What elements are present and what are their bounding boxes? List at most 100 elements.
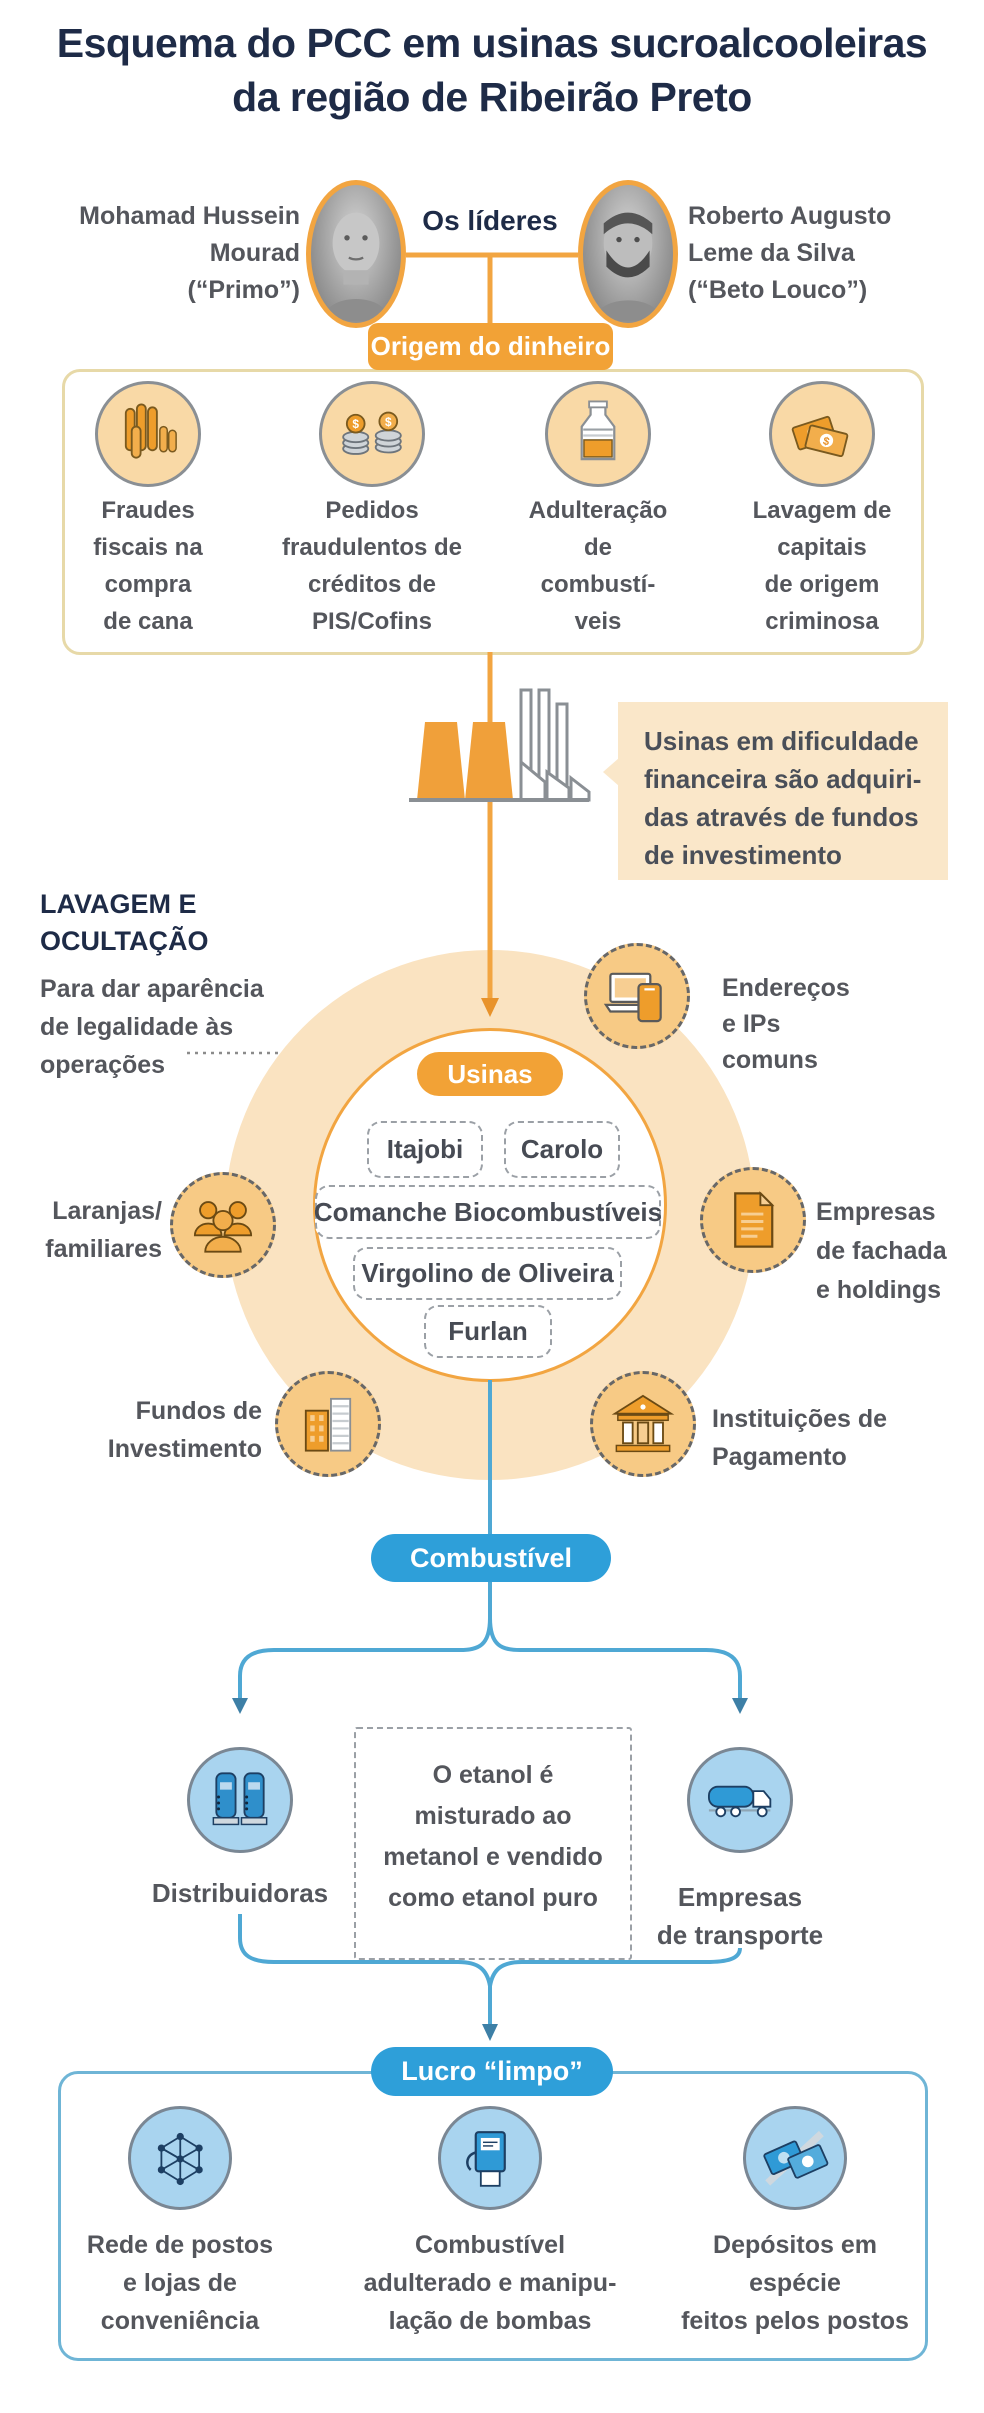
usinas-badge: Usinas bbox=[417, 1052, 563, 1096]
front-people-label: Laranjas/ familiares bbox=[20, 1192, 162, 1268]
label-line: e holdings bbox=[816, 1276, 941, 1304]
fuel-distributors-icon bbox=[187, 1747, 293, 1853]
callout-line: de investimento bbox=[644, 840, 842, 870]
leader-left-face bbox=[323, 212, 389, 321]
transport-companies-label: Empresas de transporte bbox=[610, 1878, 870, 1954]
label-line: Endereços bbox=[722, 974, 850, 1002]
addresses-ip-label: Endereços e IPs comuns bbox=[722, 970, 922, 1078]
fuel-distributors-label: Distribuidoras bbox=[151, 1878, 329, 1908]
origem-item-label: Pedidos fraudulentos de créditos de PIS/… bbox=[262, 492, 482, 640]
leader-left-name: Mohamad Hussein Mourad (“Primo”) bbox=[20, 198, 300, 309]
usina-pill-comanche: Comanche Biocombustíveis bbox=[314, 1185, 662, 1239]
label-line: Adulteração bbox=[528, 497, 668, 524]
leader-right-name-line: Leme da Silva bbox=[688, 239, 855, 267]
label-line: comuns bbox=[722, 1046, 818, 1074]
label-line: Laranjas/ bbox=[52, 1197, 162, 1225]
leader-right-photo bbox=[578, 180, 678, 328]
label-line: Pedidos bbox=[325, 497, 419, 524]
cash-deposit-icon bbox=[743, 2106, 847, 2210]
money-bills-icon: $ bbox=[769, 381, 875, 487]
acquisition-callout: Usinas em dificuldade financeira são adq… bbox=[603, 702, 948, 880]
desc-line: Para dar aparência bbox=[40, 975, 264, 1003]
lucro-item-label: Depósitos em espécie feitos pelos postos bbox=[645, 2226, 945, 2340]
desc-line: de legalidade às bbox=[40, 1013, 234, 1041]
shell-company-label: Empresas de fachada e holdings bbox=[816, 1193, 984, 1310]
label-line: de transporte bbox=[656, 1920, 824, 1950]
shell-company-document-icon bbox=[700, 1167, 806, 1273]
lavagem-description: Para dar aparência de legalidade às oper… bbox=[40, 970, 340, 1084]
label-line: de fachada bbox=[816, 1237, 947, 1265]
section-title-line: LAVAGEM E bbox=[40, 889, 197, 919]
label-line: Empresas bbox=[677, 1882, 803, 1912]
coins-documents-icon: $ $ bbox=[319, 381, 425, 487]
origem-badge: Origem do dinheiro bbox=[368, 323, 613, 370]
note-line: como etanol puro bbox=[388, 1884, 598, 1912]
payment-institutions-label: Instituições de Pagamento bbox=[712, 1400, 942, 1476]
fuel-pump-icon bbox=[438, 2106, 542, 2210]
section-title-line: OCULTAÇÃO bbox=[40, 926, 209, 956]
transport-truck-icon bbox=[687, 1747, 793, 1853]
leader-left-name-line: Mourad bbox=[209, 239, 300, 267]
leader-right-name-line: (“Beto Louco”) bbox=[688, 276, 868, 304]
label-line: fraudulentos de bbox=[281, 534, 462, 561]
label-line: combustí- bbox=[540, 571, 656, 598]
label-line: Pagamento bbox=[712, 1443, 847, 1471]
investment-buildings-icon bbox=[275, 1371, 381, 1477]
label-line: Lavagem de bbox=[752, 497, 892, 524]
ethanol-note-box: O etanol é misturado ao metanol e vendid… bbox=[354, 1727, 632, 1960]
front-people-icon bbox=[170, 1172, 276, 1278]
leaders-label: Os líderes bbox=[422, 205, 558, 236]
leader-right-name-line: Roberto Augusto bbox=[688, 202, 892, 230]
label-line: criminosa bbox=[765, 608, 879, 635]
note-line: misturado ao bbox=[414, 1802, 572, 1830]
label-line: feitos pelos postos bbox=[681, 2307, 909, 2335]
leader-left-photo bbox=[306, 180, 406, 328]
svg-text:$: $ bbox=[385, 415, 392, 429]
label-line: capitais bbox=[777, 534, 867, 561]
usina-pill-furlan: Furlan bbox=[424, 1305, 552, 1358]
label-line: PIS/Cofins bbox=[311, 608, 432, 635]
origem-item-label: Fraudes fiscais na compra de cana bbox=[48, 492, 248, 640]
leader-right-name: Roberto Augusto Leme da Silva (“Beto Lou… bbox=[688, 198, 968, 309]
bank-institution-icon bbox=[590, 1371, 696, 1477]
label-line: familiares bbox=[45, 1235, 162, 1263]
sugarcane-icon bbox=[95, 381, 201, 487]
callout-line: financeira são adquiri- bbox=[644, 764, 922, 794]
callout-notch bbox=[603, 758, 619, 786]
callout-line: Usinas em dificuldade bbox=[644, 726, 919, 756]
label-line: espécie bbox=[749, 2269, 841, 2297]
leader-left-name-line: Mohamad Hussein bbox=[79, 202, 300, 230]
label-line: lação de bombas bbox=[388, 2307, 592, 2335]
desc-line: operações bbox=[40, 1051, 166, 1079]
lucro-item-label: Combustível adulterado e manipu- lação d… bbox=[348, 2226, 632, 2340]
label-line: conveniência bbox=[100, 2307, 260, 2335]
combustivel-badge: Combustível bbox=[371, 1534, 611, 1582]
callout-line: das através de fundos bbox=[644, 802, 919, 832]
network-icon bbox=[128, 2106, 232, 2210]
label-line: adulterado e manipu- bbox=[363, 2269, 617, 2297]
label-line: de origem bbox=[764, 571, 880, 598]
label-line: e lojas de bbox=[123, 2269, 237, 2297]
usina-pill-virgolino: Virgolino de Oliveira bbox=[353, 1247, 622, 1300]
note-line: O etanol é bbox=[432, 1761, 554, 1789]
origem-item-label: Lavagem de capitais de origem criminosa bbox=[712, 492, 932, 640]
leader-right-face bbox=[595, 211, 661, 321]
investment-funds-label: Fundos de Investimento bbox=[50, 1392, 262, 1468]
section-title-lavagem: LAVAGEM E OCULTAÇÃO bbox=[40, 886, 360, 960]
label-line: veis bbox=[574, 608, 622, 635]
label-line: de cana bbox=[103, 608, 193, 635]
svg-text:$: $ bbox=[352, 417, 359, 431]
page-title-line1: Esquema do PCC em usinas sucroalcooleira… bbox=[56, 20, 928, 66]
origem-item-label: Adulteração de combustí- veis bbox=[492, 492, 704, 640]
label-line: Depósitos em bbox=[713, 2231, 877, 2259]
usina-pill-itajobi: Itajobi bbox=[367, 1121, 483, 1178]
label-line: Instituições de bbox=[712, 1405, 888, 1433]
lucro-item-label: Rede de postos e lojas de conveniência bbox=[60, 2226, 300, 2340]
label-line: compra bbox=[104, 571, 192, 598]
addresses-ip-icon bbox=[584, 943, 690, 1049]
label-line: fiscais na bbox=[93, 534, 203, 561]
label-line: Rede de postos bbox=[86, 2231, 274, 2259]
lucro-badge: Lucro “limpo” bbox=[371, 2047, 613, 2096]
label-line: e IPs bbox=[722, 1010, 781, 1038]
